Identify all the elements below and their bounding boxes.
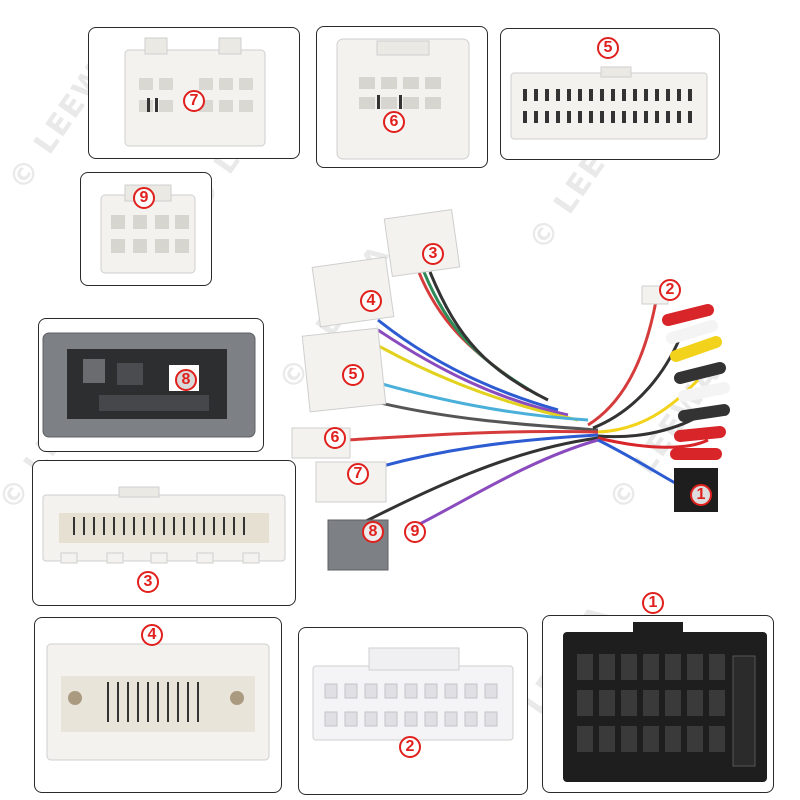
connector-2-image	[312, 647, 514, 741]
connector-panel-6: 6	[316, 26, 488, 168]
connector-1-image	[563, 622, 767, 782]
connector-5-image	[510, 66, 708, 140]
connector-6-image	[336, 38, 470, 160]
number-badge: 8	[175, 369, 197, 391]
harness-badge: 2	[659, 279, 681, 301]
harness-image	[291, 208, 730, 571]
harness-badge: 6	[324, 427, 346, 449]
connector-panel-2: 2	[298, 627, 528, 795]
harness-badge: 1	[690, 484, 712, 506]
harness-badge: 7	[347, 463, 369, 485]
harness-badge: 5	[342, 364, 364, 386]
number-badge: 4	[141, 624, 163, 646]
connector-panel-3: 3	[32, 460, 296, 606]
connector-8-image	[42, 332, 256, 438]
harness-badge: 3	[422, 243, 444, 265]
connector-panel-8: 8	[38, 318, 264, 452]
connector-panel-1: 1	[542, 615, 774, 793]
harness-badge: 8	[362, 521, 384, 543]
number-badge: 2	[399, 736, 421, 758]
number-badge: 6	[383, 111, 405, 133]
harness-badge: 4	[360, 290, 382, 312]
connector-panel-9: 9	[80, 172, 212, 286]
connector-4-image	[46, 643, 270, 761]
connector-3-image	[42, 486, 286, 564]
number-badge: 9	[133, 187, 155, 209]
connector-panel-5: 5	[500, 28, 720, 160]
number-badge: 5	[597, 37, 619, 59]
number-badge: 7	[183, 90, 205, 112]
connector-panel-4: 4	[34, 617, 282, 793]
number-badge: 3	[137, 571, 159, 593]
number-badge-top: 1	[642, 592, 664, 614]
harness-badge: 9	[404, 521, 426, 543]
connector-panel-7: 7	[88, 27, 300, 159]
